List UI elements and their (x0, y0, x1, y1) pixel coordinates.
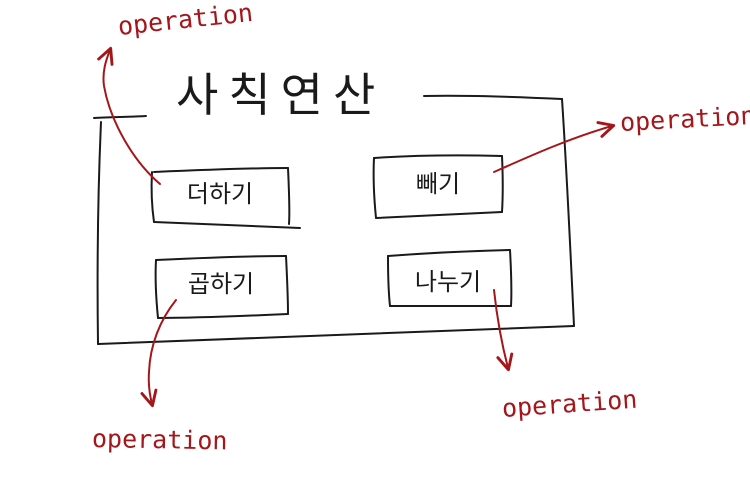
subtract-button[interactable]: 빼기 (415, 170, 461, 198)
multiply-button[interactable]: 곱하기 (187, 270, 255, 298)
arrow-bottom-left (140, 299, 177, 408)
annotation-bottom-left: operation (91, 424, 228, 456)
arrow-top-left (97, 46, 161, 185)
add-button[interactable]: 더하기 (186, 180, 254, 208)
annotation-top-right: operation (619, 100, 750, 137)
arrow-top-right (493, 121, 616, 173)
arrow-bottom-right (493, 289, 514, 372)
outer-frame (93, 94, 575, 345)
divide-button[interactable]: 나누기 (414, 268, 482, 296)
divide-button-box (387, 249, 513, 308)
subtract-button-box (372, 154, 504, 219)
add-button-box (150, 167, 301, 229)
multiply-button-box (154, 255, 289, 319)
frame-title: 사칙연산 (176, 68, 386, 122)
